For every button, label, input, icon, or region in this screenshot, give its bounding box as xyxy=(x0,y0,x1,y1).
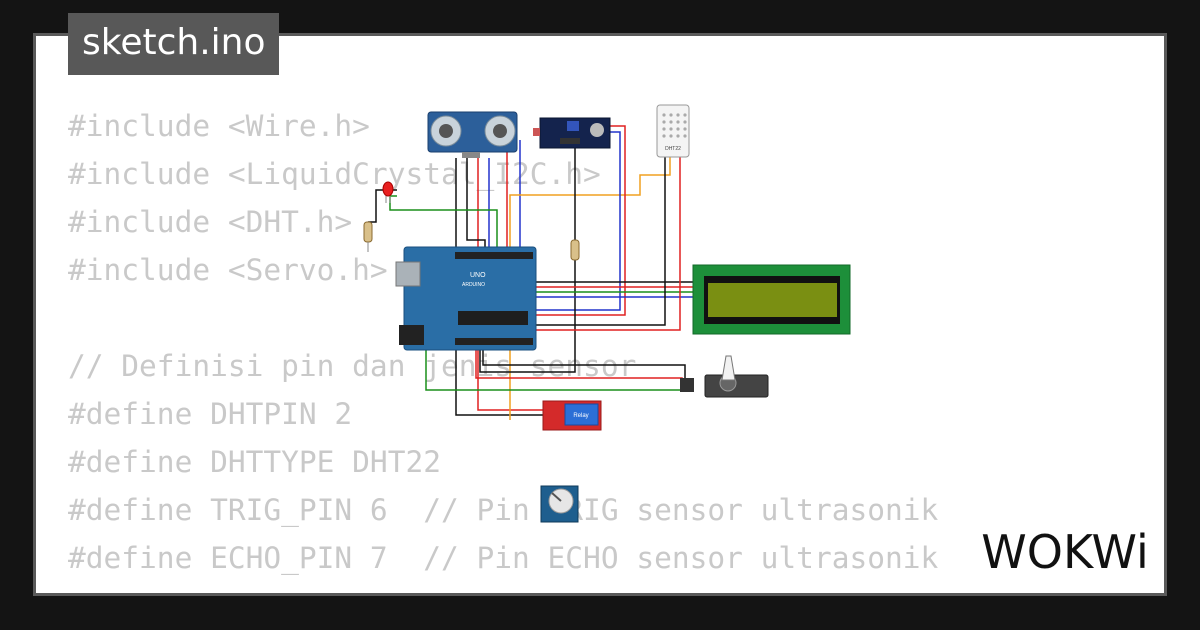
wire-black xyxy=(368,189,397,223)
code-line: #include <LiquidCrystal_I2C.h> xyxy=(68,157,601,191)
relay-module: Relay xyxy=(542,400,602,431)
wire-orange xyxy=(509,150,671,420)
sketch-title: sketch.ino xyxy=(68,13,280,75)
code-line: #define DHTTYPE DHT22 xyxy=(68,445,441,479)
wire-black xyxy=(455,158,545,416)
code-listing: #include <Wire.h> #include <LiquidCrystal… xyxy=(68,102,939,593)
light-sensor-module xyxy=(533,117,611,149)
lcd-display xyxy=(692,264,851,335)
resistor xyxy=(363,221,373,252)
wire-green xyxy=(389,195,498,252)
wokwi-logo-text: WOKWi xyxy=(981,525,1148,576)
code-line: #define ECHO_PIN 7 // Pin ECHO sensor ul… xyxy=(68,541,939,575)
code-line: #define SERVO_PIN 10 xyxy=(68,582,938,593)
wire-blue xyxy=(535,131,621,311)
servo-motor xyxy=(680,355,769,398)
arduino-model: UNO xyxy=(470,272,486,279)
wire-red xyxy=(535,150,681,331)
arduino-uno-board: UNO ARDUINO xyxy=(395,246,537,351)
wire-black xyxy=(535,150,666,326)
ultrasonic-sensor xyxy=(427,111,518,158)
potentiometer xyxy=(540,485,579,523)
code-line: #define DHTPIN 2 xyxy=(68,397,353,431)
code-line: #include <Servo.h> xyxy=(68,253,388,287)
wire-black xyxy=(466,150,486,252)
code-line: #include <DHT.h> xyxy=(68,205,353,239)
wire-black xyxy=(482,345,686,382)
wokwi-logo: WOKWi xyxy=(981,525,1148,576)
led xyxy=(382,181,394,203)
wire-red xyxy=(535,125,626,316)
wire-red xyxy=(477,158,545,411)
dht22-sensor: DHT22 xyxy=(656,104,690,158)
code-line: #include <Wire.h> xyxy=(68,109,370,143)
code-line: // Definisi pin dan jenis sensor xyxy=(68,349,637,383)
arduino-brand: ARDUINO xyxy=(462,282,485,288)
relay-label: Relay xyxy=(573,413,588,419)
resistor xyxy=(570,239,580,261)
dht-label: DHT22 xyxy=(665,146,681,152)
